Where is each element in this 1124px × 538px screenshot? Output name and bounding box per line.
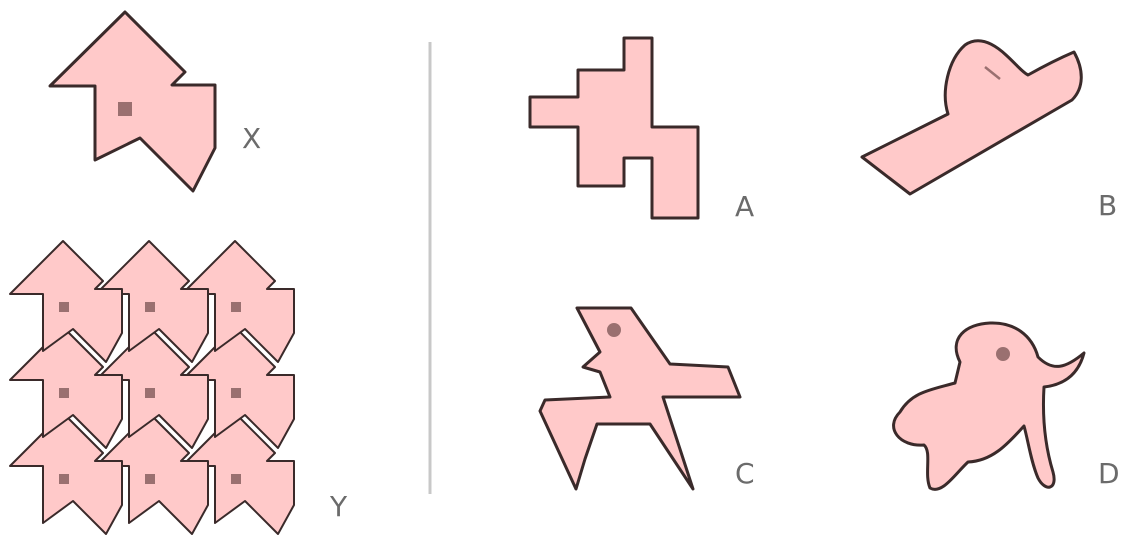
tile-mark — [145, 302, 155, 312]
shape-d-outline — [894, 323, 1084, 489]
label-b: B — [1098, 189, 1117, 222]
tile-mark — [59, 388, 69, 398]
tile-mark — [231, 302, 241, 312]
shape-c-outline — [540, 308, 740, 489]
label-a: A — [735, 190, 754, 223]
tile-mark — [145, 388, 155, 398]
label-d: D — [1098, 457, 1120, 490]
tile-mark — [145, 474, 155, 484]
shape-c-eye — [607, 323, 621, 337]
shape-b-outline — [862, 41, 1081, 194]
shape-a — [530, 38, 698, 218]
shape-d-eye — [996, 347, 1010, 361]
label-y: Y — [329, 490, 348, 523]
shape-x — [50, 12, 215, 191]
tile-mark — [59, 302, 69, 312]
tile-mark — [231, 474, 241, 484]
label-x: X — [242, 122, 261, 155]
tile-mark — [59, 474, 69, 484]
shape-x-outline — [50, 12, 215, 191]
tiling-y — [10, 241, 294, 534]
shape-x-mark — [118, 102, 132, 116]
shape-b — [862, 41, 1081, 194]
tile-mark — [231, 388, 241, 398]
shape-c — [540, 308, 740, 489]
label-c: C — [735, 457, 755, 490]
shape-d — [894, 323, 1084, 489]
